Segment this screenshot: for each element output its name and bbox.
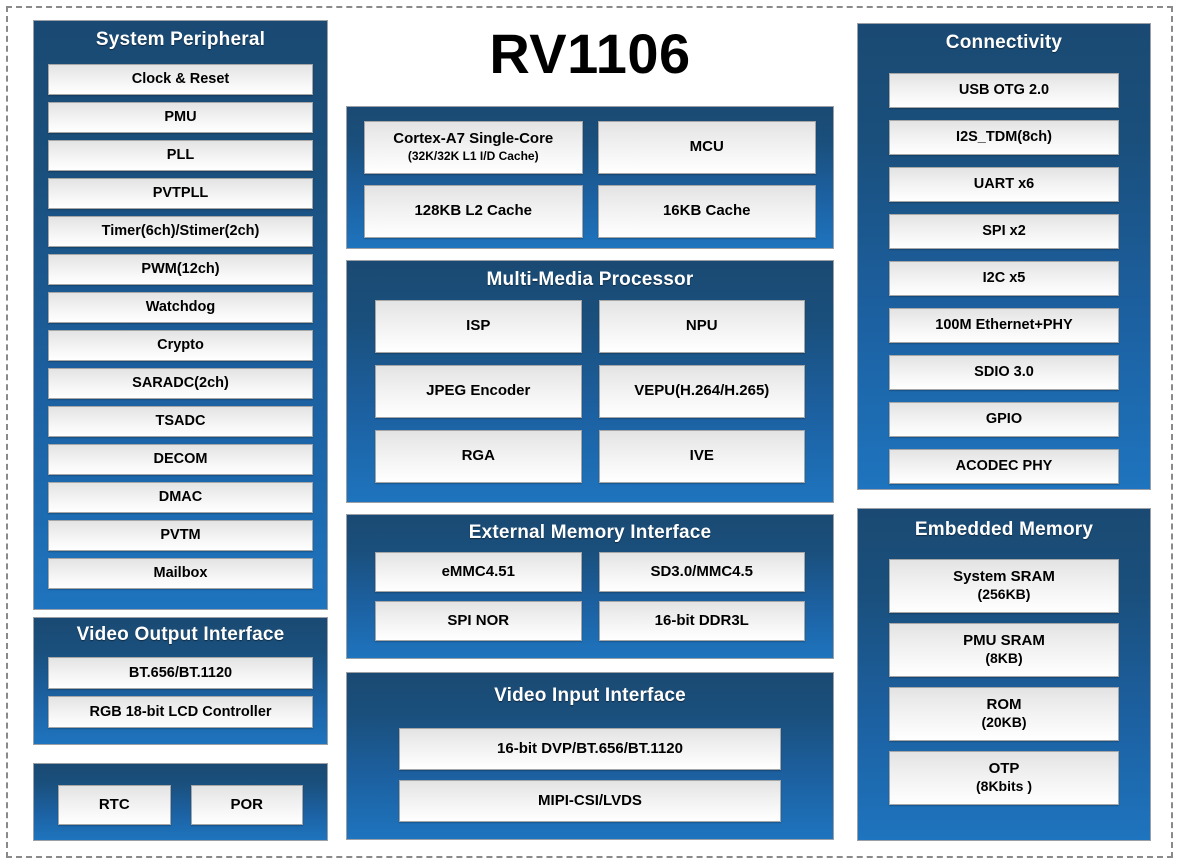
block-crypto[interactable]: Crypto bbox=[48, 330, 313, 361]
block-mailbox[interactable]: Mailbox bbox=[48, 558, 313, 589]
block-stack-system-peripheral: Clock & Reset PMU PLL PVTPLL Timer(6ch)/… bbox=[34, 51, 327, 589]
block-i2s-tdm[interactable]: I2S_TDM(8ch) bbox=[889, 120, 1119, 155]
block-timer-stimer[interactable]: Timer(6ch)/Stimer(2ch) bbox=[48, 216, 313, 247]
block-pmu-sram-label: PMU SRAM bbox=[963, 632, 1045, 650]
block-tsadc[interactable]: TSADC bbox=[48, 406, 313, 437]
block-grid-external-memory-interface: eMMC4.51 SD3.0/MMC4.5 SPI NOR 16-bit DDR… bbox=[347, 544, 833, 641]
panel-title-multi-media-processor: Multi-Media Processor bbox=[486, 269, 694, 290]
panel-video-output-interface: Video Output Interface BT.656/BT.1120 RG… bbox=[33, 617, 328, 745]
block-rgb-18bit-lcd-controller[interactable]: RGB 18-bit LCD Controller bbox=[48, 696, 313, 728]
block-system-sram[interactable]: System SRAM (256KB) bbox=[889, 559, 1119, 613]
panel-title-system-peripheral: System Peripheral bbox=[95, 29, 266, 50]
panel-title-connectivity: Connectivity bbox=[945, 32, 1063, 53]
block-stack-video-input-interface: 16-bit DVP/BT.656/BT.1120 MIPI-CSI/LVDS bbox=[347, 707, 833, 822]
block-pmu[interactable]: PMU bbox=[48, 102, 313, 133]
block-pvtm[interactable]: PVTM bbox=[48, 520, 313, 551]
panel-cpu-complex: Cortex-A7 Single-Core (32K/32K L1 I/D Ca… bbox=[346, 106, 834, 249]
block-emmc451[interactable]: eMMC4.51 bbox=[375, 552, 582, 592]
block-saradc[interactable]: SARADC(2ch) bbox=[48, 368, 313, 399]
block-gpio[interactable]: GPIO bbox=[889, 402, 1119, 437]
block-cortex-a7-sublabel: (32K/32K L1 I/D Cache) bbox=[407, 149, 539, 164]
block-por[interactable]: POR bbox=[190, 785, 303, 825]
block-stack-connectivity: USB OTG 2.0 I2S_TDM(8ch) UART x6 SPI x2 … bbox=[858, 54, 1150, 484]
block-16bit-ddr3l[interactable]: 16-bit DDR3L bbox=[598, 601, 805, 641]
block-uart-x6[interactable]: UART x6 bbox=[889, 167, 1119, 202]
block-pmu-sram[interactable]: PMU SRAM (8KB) bbox=[889, 623, 1119, 677]
block-usb-otg-20[interactable]: USB OTG 2.0 bbox=[889, 73, 1119, 108]
block-npu[interactable]: NPU bbox=[598, 300, 805, 353]
block-mcu[interactable]: MCU bbox=[597, 121, 816, 174]
block-grid-multi-media-processor: ISP NPU JPEG Encoder VEPU(H.264/H.265) R… bbox=[347, 291, 833, 483]
block-cortex-a7-label: Cortex-A7 Single-Core bbox=[393, 130, 554, 148]
block-decom[interactable]: DECOM bbox=[48, 444, 313, 475]
panel-video-input-interface: Video Input Interface 16-bit DVP/BT.656/… bbox=[346, 672, 834, 840]
block-rom-label: ROM bbox=[986, 696, 1022, 714]
panel-title-embedded-memory: Embedded Memory bbox=[914, 519, 1094, 540]
block-rtc[interactable]: RTC bbox=[58, 785, 171, 825]
block-rom[interactable]: ROM (20KB) bbox=[889, 687, 1119, 741]
block-dmac[interactable]: DMAC bbox=[48, 482, 313, 513]
block-rom-sublabel: (20KB) bbox=[981, 714, 1027, 731]
block-mipi-csi-lvds[interactable]: MIPI-CSI/LVDS bbox=[399, 780, 781, 822]
block-stack-embedded-memory: System SRAM (256KB) PMU SRAM (8KB) ROM (… bbox=[858, 541, 1150, 805]
block-sdio-30[interactable]: SDIO 3.0 bbox=[889, 355, 1119, 390]
chip-title: RV1106 bbox=[489, 22, 691, 85]
block-cortex-a7[interactable]: Cortex-A7 Single-Core (32K/32K L1 I/D Ca… bbox=[364, 121, 583, 174]
block-pmu-sram-sublabel: (8KB) bbox=[985, 650, 1023, 667]
block-stack-video-output-interface: BT.656/BT.1120 RGB 18-bit LCD Controller bbox=[34, 646, 327, 728]
block-pll[interactable]: PLL bbox=[48, 140, 313, 171]
block-128kb-l2-cache[interactable]: 128KB L2 Cache bbox=[364, 185, 583, 238]
block-otp-label: OTP bbox=[988, 760, 1020, 778]
block-otp-sublabel: (8Kbits ) bbox=[976, 778, 1032, 795]
panel-title-video-output-interface: Video Output Interface bbox=[76, 624, 285, 645]
panel-system-peripheral: System Peripheral Clock & Reset PMU PLL … bbox=[33, 20, 328, 610]
block-ive[interactable]: IVE bbox=[598, 430, 805, 483]
block-vepu[interactable]: VEPU(H.264/H.265) bbox=[598, 365, 805, 418]
panel-external-memory-interface: External Memory Interface eMMC4.51 SD3.0… bbox=[346, 514, 834, 659]
block-watchdog[interactable]: Watchdog bbox=[48, 292, 313, 323]
block-row-rtc-por: RTC POR bbox=[34, 764, 327, 825]
block-rga[interactable]: RGA bbox=[375, 430, 582, 483]
block-isp[interactable]: ISP bbox=[375, 300, 582, 353]
block-pvtpll[interactable]: PVTPLL bbox=[48, 178, 313, 209]
block-system-sram-sublabel: (256KB) bbox=[977, 586, 1031, 603]
block-i2c-x5[interactable]: I2C x5 bbox=[889, 261, 1119, 296]
block-spi-nor[interactable]: SPI NOR bbox=[375, 601, 582, 641]
block-bt656-bt1120[interactable]: BT.656/BT.1120 bbox=[48, 657, 313, 689]
block-sd30-mmc45[interactable]: SD3.0/MMC4.5 bbox=[598, 552, 805, 592]
block-otp[interactable]: OTP (8Kbits ) bbox=[889, 751, 1119, 805]
block-jpeg-encoder[interactable]: JPEG Encoder bbox=[375, 365, 582, 418]
panel-embedded-memory: Embedded Memory System SRAM (256KB) PMU … bbox=[857, 508, 1151, 841]
panel-connectivity: Connectivity USB OTG 2.0 I2S_TDM(8ch) UA… bbox=[857, 23, 1151, 490]
block-acodec-phy[interactable]: ACODEC PHY bbox=[889, 449, 1119, 484]
block-clock-and-reset[interactable]: Clock & Reset bbox=[48, 64, 313, 95]
block-100m-ethernet-phy[interactable]: 100M Ethernet+PHY bbox=[889, 308, 1119, 343]
panel-rtc-por: RTC POR bbox=[33, 763, 328, 841]
panel-multi-media-processor: Multi-Media Processor ISP NPU JPEG Encod… bbox=[346, 260, 834, 503]
block-grid-cpu-complex: Cortex-A7 Single-Core (32K/32K L1 I/D Ca… bbox=[347, 107, 833, 238]
block-16bit-dvp-bt656-bt1120[interactable]: 16-bit DVP/BT.656/BT.1120 bbox=[399, 728, 781, 770]
block-16kb-cache[interactable]: 16KB Cache bbox=[597, 185, 816, 238]
block-spi-x2[interactable]: SPI x2 bbox=[889, 214, 1119, 249]
panel-title-video-input-interface: Video Input Interface bbox=[494, 685, 686, 706]
panel-title-external-memory-interface: External Memory Interface bbox=[468, 522, 712, 543]
block-system-sram-label: System SRAM bbox=[953, 568, 1055, 586]
block-pwm[interactable]: PWM(12ch) bbox=[48, 254, 313, 285]
